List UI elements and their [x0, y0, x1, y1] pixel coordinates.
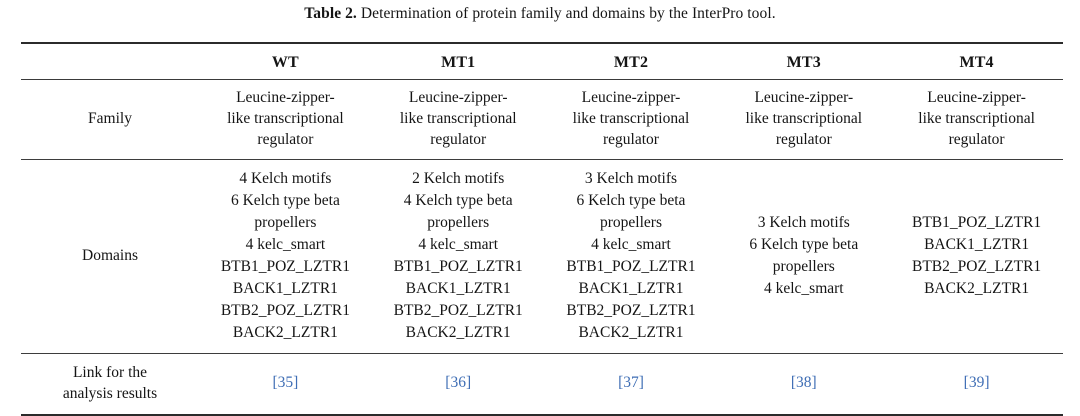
cell-line: BTB1_POZ_LZTR1 — [220, 258, 350, 275]
table-caption: Table 2. Determination of protein family… — [0, 4, 1080, 24]
cell-line: regulator — [257, 131, 314, 148]
cell-line: like transcriptional — [399, 110, 517, 127]
cell-link-wt: [35] — [199, 354, 372, 415]
cell-line: BACK2_LZTR1 — [578, 324, 684, 341]
reference-link-39[interactable]: [39] — [963, 374, 990, 392]
cell-line: propellers — [254, 214, 317, 231]
cell-family-mt2: Leucine-zipper- like transcriptional reg… — [545, 80, 718, 160]
cell-family-mt1: Leucine-zipper- like transcriptional reg… — [372, 80, 545, 160]
cell-domains-wt: 4 Kelch motifs 6 Kelch type beta propell… — [199, 160, 372, 354]
header-cell-wt: WT — [271, 53, 299, 71]
cell-domains-mt1: 2 Kelch motifs 4 Kelch type beta propell… — [372, 160, 545, 354]
cell-line: BTB1_POZ_LZTR1 — [393, 258, 523, 275]
interpro-table: WT MT1 MT2 MT3 MT4 Family Leucine-zipper… — [21, 42, 1063, 416]
cell-line: BTB2_POZ_LZTR1 — [566, 302, 696, 319]
cell-link-mt3: [38] — [717, 354, 890, 415]
reference-link-38[interactable]: [38] — [790, 374, 817, 392]
cell-line: Leucine-zipper- — [927, 89, 1026, 106]
cell-line: like transcriptional — [572, 110, 690, 127]
interpro-table-wrapper: WT MT1 MT2 MT3 MT4 Family Leucine-zipper… — [21, 42, 1063, 416]
cell-line: BACK1_LZTR1 — [405, 280, 511, 297]
table-row: Link for the analysis results [35] [36] … — [21, 354, 1063, 415]
cell-line: BTB1_POZ_LZTR1 — [566, 258, 696, 275]
header-cell-mt2: MT2 — [613, 53, 649, 71]
header-cell-mt3: MT3 — [786, 53, 821, 71]
table-caption-label: Table 2. — [304, 5, 357, 22]
cell-line: 3 Kelch motifs — [584, 170, 678, 187]
cell-family-wt: Leucine-zipper- like transcriptional reg… — [199, 80, 372, 160]
cell-line: 6 Kelch type beta — [749, 236, 859, 253]
cell-line: like transcriptional — [918, 110, 1035, 127]
cell-line: 4 Kelch motifs — [239, 170, 332, 187]
cell-line: regulator — [603, 131, 659, 148]
reference-link-36[interactable]: [36] — [445, 374, 472, 392]
cell-line: 6 Kelch type beta — [576, 192, 686, 209]
cell-line: Leucine-zipper- — [754, 89, 854, 106]
cell-line: propellers — [427, 214, 490, 231]
reference-link-35[interactable]: [35] — [272, 374, 299, 392]
cell-line: 4 kelc_smart — [763, 280, 844, 297]
cell-link-mt1: [36] — [372, 354, 545, 415]
table-row: Family Leucine-zipper- like transcriptio… — [21, 80, 1063, 160]
cell-line: BTB2_POZ_LZTR1 — [912, 258, 1042, 275]
cell-domains-mt3: 3 Kelch motifs 6 Kelch type beta propell… — [717, 160, 890, 354]
table-header-row: WT MT1 MT2 MT3 MT4 — [21, 44, 1063, 80]
cell-family-mt3: Leucine-zipper- like transcriptional reg… — [717, 80, 890, 160]
cell-line: 2 Kelch motifs — [412, 170, 505, 187]
cell-line: BACK2_LZTR1 — [232, 324, 338, 341]
header-cell-blank — [21, 44, 199, 80]
table-caption-text: Determination of protein family and doma… — [356, 5, 776, 22]
reference-link-37[interactable]: [37] — [618, 374, 644, 392]
cell-line: regulator — [430, 131, 487, 148]
cell-line: 3 Kelch motifs — [757, 214, 850, 231]
cell-link-mt2: [37] — [545, 354, 718, 415]
cell-line: 4 kelc_smart — [418, 236, 499, 253]
cell-line: like transcriptional — [745, 110, 863, 127]
cell-link-mt4: [39] — [890, 354, 1063, 415]
cell-line: 4 kelc_smart — [591, 236, 671, 253]
cell-line: BTB2_POZ_LZTR1 — [220, 302, 350, 319]
row-label-link: Link for the analysis results — [21, 354, 199, 415]
row-label-family: Family — [88, 109, 132, 127]
cell-line: BACK1_LZTR1 — [924, 236, 1030, 253]
cell-domains-mt2: 3 Kelch motifs 6 Kelch type beta propell… — [545, 160, 718, 354]
row-label-line: Link for the — [72, 364, 148, 381]
cell-line: 4 kelc_smart — [245, 236, 326, 253]
cell-line: Leucine-zipper- — [581, 89, 681, 106]
cell-line: regulator — [948, 131, 1005, 148]
header-cell-mt1: MT1 — [441, 53, 476, 71]
table-header-rule — [21, 79, 1063, 80]
cell-line: propellers — [600, 214, 662, 231]
cell-family-mt4: Leucine-zipper- like transcriptional reg… — [890, 80, 1063, 160]
cell-line: Leucine-zipper- — [408, 89, 508, 106]
cell-domains-mt4: BTB1_POZ_LZTR1 BACK1_LZTR1 BTB2_POZ_LZTR… — [890, 160, 1063, 354]
cell-line: like transcriptional — [227, 110, 344, 127]
table-figure-page: Table 2. Determination of protein family… — [0, 4, 1080, 416]
table-section-rule — [21, 159, 1063, 160]
cell-line: BACK2_LZTR1 — [405, 324, 511, 341]
header-cell-mt4: MT4 — [959, 53, 994, 71]
cell-line: BACK1_LZTR1 — [232, 280, 338, 297]
cell-line: BACK2_LZTR1 — [924, 280, 1030, 297]
cell-line: regulator — [775, 131, 832, 148]
cell-line: BACK1_LZTR1 — [578, 280, 684, 297]
row-label-domains: Domains — [82, 247, 138, 265]
cell-line: propellers — [772, 258, 835, 275]
cell-line: 6 Kelch type beta — [230, 192, 340, 209]
cell-line: BTB2_POZ_LZTR1 — [393, 302, 523, 319]
cell-line: 4 Kelch type beta — [403, 192, 513, 209]
table-row: Domains 4 Kelch motifs 6 Kelch type beta… — [21, 160, 1063, 354]
cell-line: BTB1_POZ_LZTR1 — [912, 214, 1042, 231]
row-label-line: analysis results — [62, 385, 158, 402]
table-section-rule — [21, 353, 1063, 354]
cell-line: Leucine-zipper- — [236, 89, 335, 106]
